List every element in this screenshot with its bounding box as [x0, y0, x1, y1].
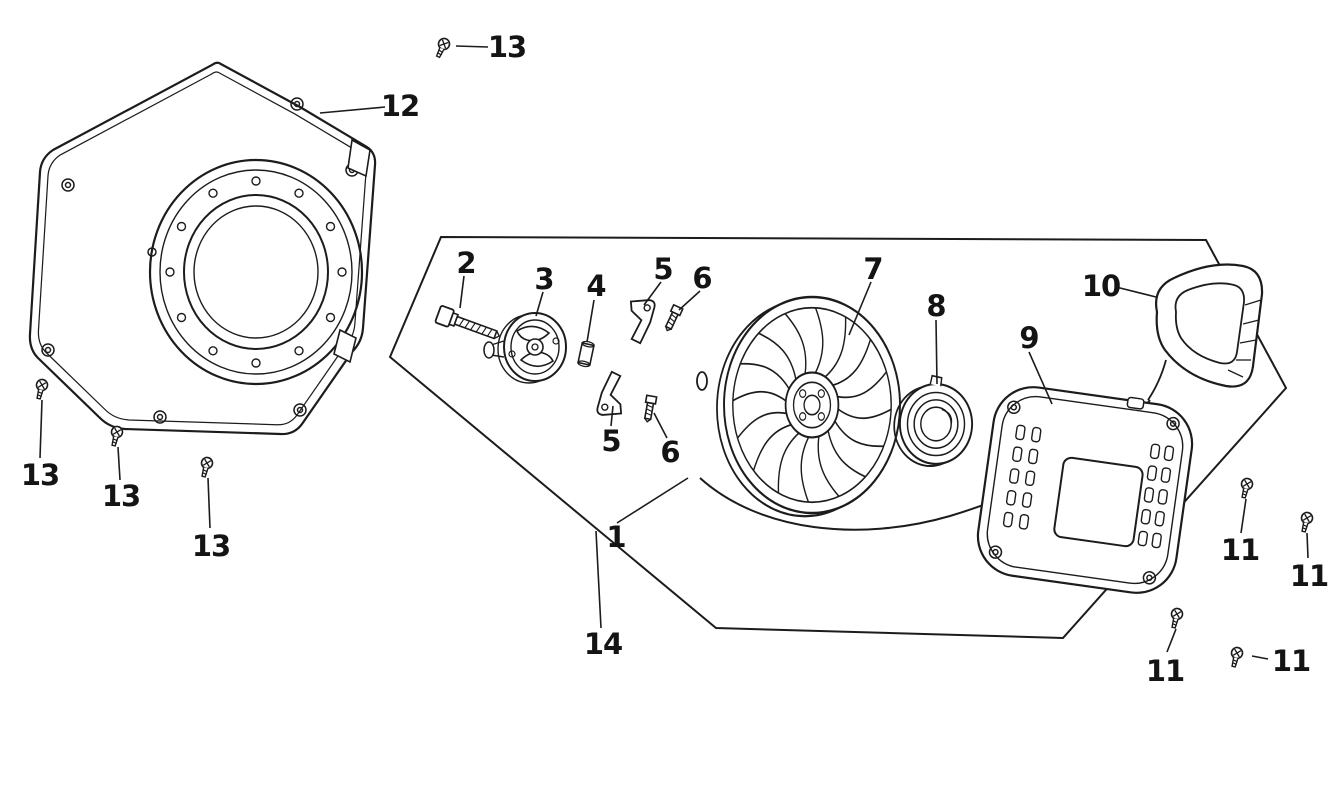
- screw-11-b-icon: [1297, 510, 1315, 534]
- housing-louvers: [1002, 424, 1175, 549]
- starter-ratchet-illustration: [483, 312, 567, 384]
- part-label-14: 14: [583, 627, 623, 661]
- screw-13-mid-icon: [107, 424, 125, 448]
- part-label-12: 12: [380, 89, 420, 123]
- starter-handle-illustration: [1147, 263, 1264, 401]
- part-label-5-top: 5: [653, 252, 673, 286]
- part-label-13-top: 13: [487, 30, 527, 64]
- screw-13-right-icon: [197, 455, 215, 479]
- starter-housing-illustration: [976, 386, 1194, 594]
- part-label-11-a: 11: [1220, 533, 1260, 567]
- part-label-13-left: 13: [20, 458, 60, 492]
- part-label-3: 3: [534, 262, 554, 296]
- part-label-13-mid: 13: [101, 479, 141, 513]
- recoil-pulley-illustration: [716, 295, 901, 518]
- part-label-7: 7: [863, 252, 883, 286]
- friction-bracket-top-illustration: [624, 296, 657, 346]
- recoil-spring-illustration: [893, 374, 974, 467]
- part-label-6-top: 6: [692, 261, 712, 295]
- screw-11-d-icon: [1227, 645, 1245, 669]
- part-label-11-d: 11: [1271, 644, 1311, 678]
- handle-grip-ridges: [1227, 299, 1262, 378]
- part-label-2: 2: [456, 246, 476, 280]
- part-label-9: 9: [1019, 321, 1039, 355]
- screw-13-left-icon: [32, 377, 50, 401]
- bushing-illustration: [577, 340, 595, 368]
- part-label-5-bottom: 5: [601, 424, 621, 458]
- rope-grommet-illustration: [696, 371, 708, 391]
- assembly-boundary-outline: [388, 235, 1288, 640]
- part-label-8: 8: [926, 289, 946, 323]
- part-label-1: 1: [606, 520, 626, 554]
- screw-11-c-icon: [1167, 606, 1185, 630]
- small-bolt-bottom-illustration: [641, 394, 658, 424]
- part-label-11-b: 11: [1289, 559, 1329, 593]
- part-label-10: 10: [1081, 269, 1121, 303]
- part-label-11-c: 11: [1145, 654, 1185, 688]
- pulley-bolt-illustration: [434, 305, 501, 340]
- flange-bolt-holes: [165, 176, 347, 368]
- screw-13-top-icon: [432, 35, 453, 60]
- friction-bracket-bottom-illustration: [595, 369, 628, 419]
- fan-cover-illustration: [28, 61, 377, 436]
- part-label-13-right: 13: [191, 529, 231, 563]
- housing-bosses: [988, 400, 1180, 585]
- screw-11-a-icon: [1237, 476, 1255, 500]
- part-label-6-bottom: 6: [660, 435, 680, 469]
- callout-leader-lines: [39, 45, 1309, 660]
- part-label-4: 4: [586, 269, 606, 303]
